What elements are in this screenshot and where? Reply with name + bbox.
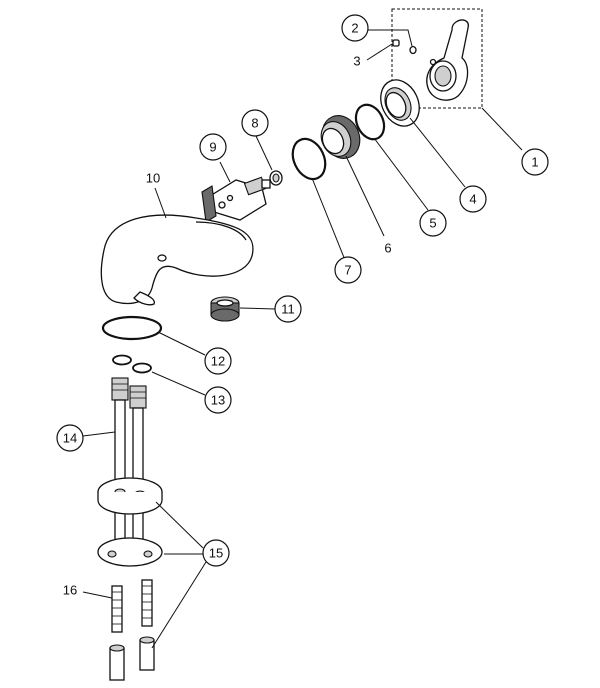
callout-11: 11 xyxy=(274,295,302,323)
callout-2: 2 xyxy=(341,14,369,42)
callout-6: 6 xyxy=(384,241,391,256)
part-13-o-rings xyxy=(112,354,152,374)
part-7-o-ring xyxy=(291,137,327,181)
svg-text:9: 9 xyxy=(209,140,216,155)
part-9-cartridge xyxy=(201,176,271,223)
callout-7: 7 xyxy=(334,256,362,284)
part-10-faucet-body xyxy=(100,214,254,306)
callout-8: 8 xyxy=(241,109,269,137)
svg-text:1: 1 xyxy=(531,155,538,170)
svg-text:7: 7 xyxy=(344,263,351,278)
part-6-threaded-nut xyxy=(320,115,361,159)
svg-text:6: 6 xyxy=(384,241,391,256)
callout-16: 16 xyxy=(63,583,77,598)
svg-text:2: 2 xyxy=(351,21,358,36)
svg-text:16: 16 xyxy=(63,583,77,598)
part-12-base-gasket xyxy=(101,315,163,341)
callout-4: 4 xyxy=(459,185,487,213)
svg-text:13: 13 xyxy=(211,393,225,408)
part-5-ring xyxy=(354,103,386,141)
part-11-aerator xyxy=(210,296,240,322)
callout-14: 14 xyxy=(56,424,84,452)
svg-text:5: 5 xyxy=(429,216,436,231)
callout-15: 15 xyxy=(202,539,230,567)
svg-text:3: 3 xyxy=(353,54,360,69)
svg-text:4: 4 xyxy=(469,192,476,207)
part-15-mounting-plates xyxy=(97,477,163,567)
callout-10: 10 xyxy=(146,171,160,186)
part-3-set-screw xyxy=(392,39,400,47)
part-1-lever-handle xyxy=(391,8,483,109)
part-2-screw xyxy=(409,45,417,55)
callout-12: 12 xyxy=(204,347,232,375)
callout-13: 13 xyxy=(204,386,232,414)
callout-3: 3 xyxy=(353,54,360,69)
callout-1: 1 xyxy=(521,148,549,176)
leader-lines xyxy=(82,29,523,649)
svg-text:12: 12 xyxy=(211,354,225,369)
svg-text:14: 14 xyxy=(63,431,77,446)
part-14-supply-tubes xyxy=(111,377,147,555)
svg-text:8: 8 xyxy=(251,116,258,131)
callout-9: 9 xyxy=(199,133,227,161)
svg-text:10: 10 xyxy=(146,171,160,186)
part-4-cap-ring xyxy=(380,79,420,127)
svg-text:15: 15 xyxy=(209,546,223,561)
callout-5: 5 xyxy=(419,209,447,237)
part-16-threaded-studs xyxy=(109,579,155,681)
svg-text:11: 11 xyxy=(281,302,295,317)
part-8-fitting xyxy=(269,170,283,186)
handle-group-dashed-box xyxy=(391,8,483,109)
